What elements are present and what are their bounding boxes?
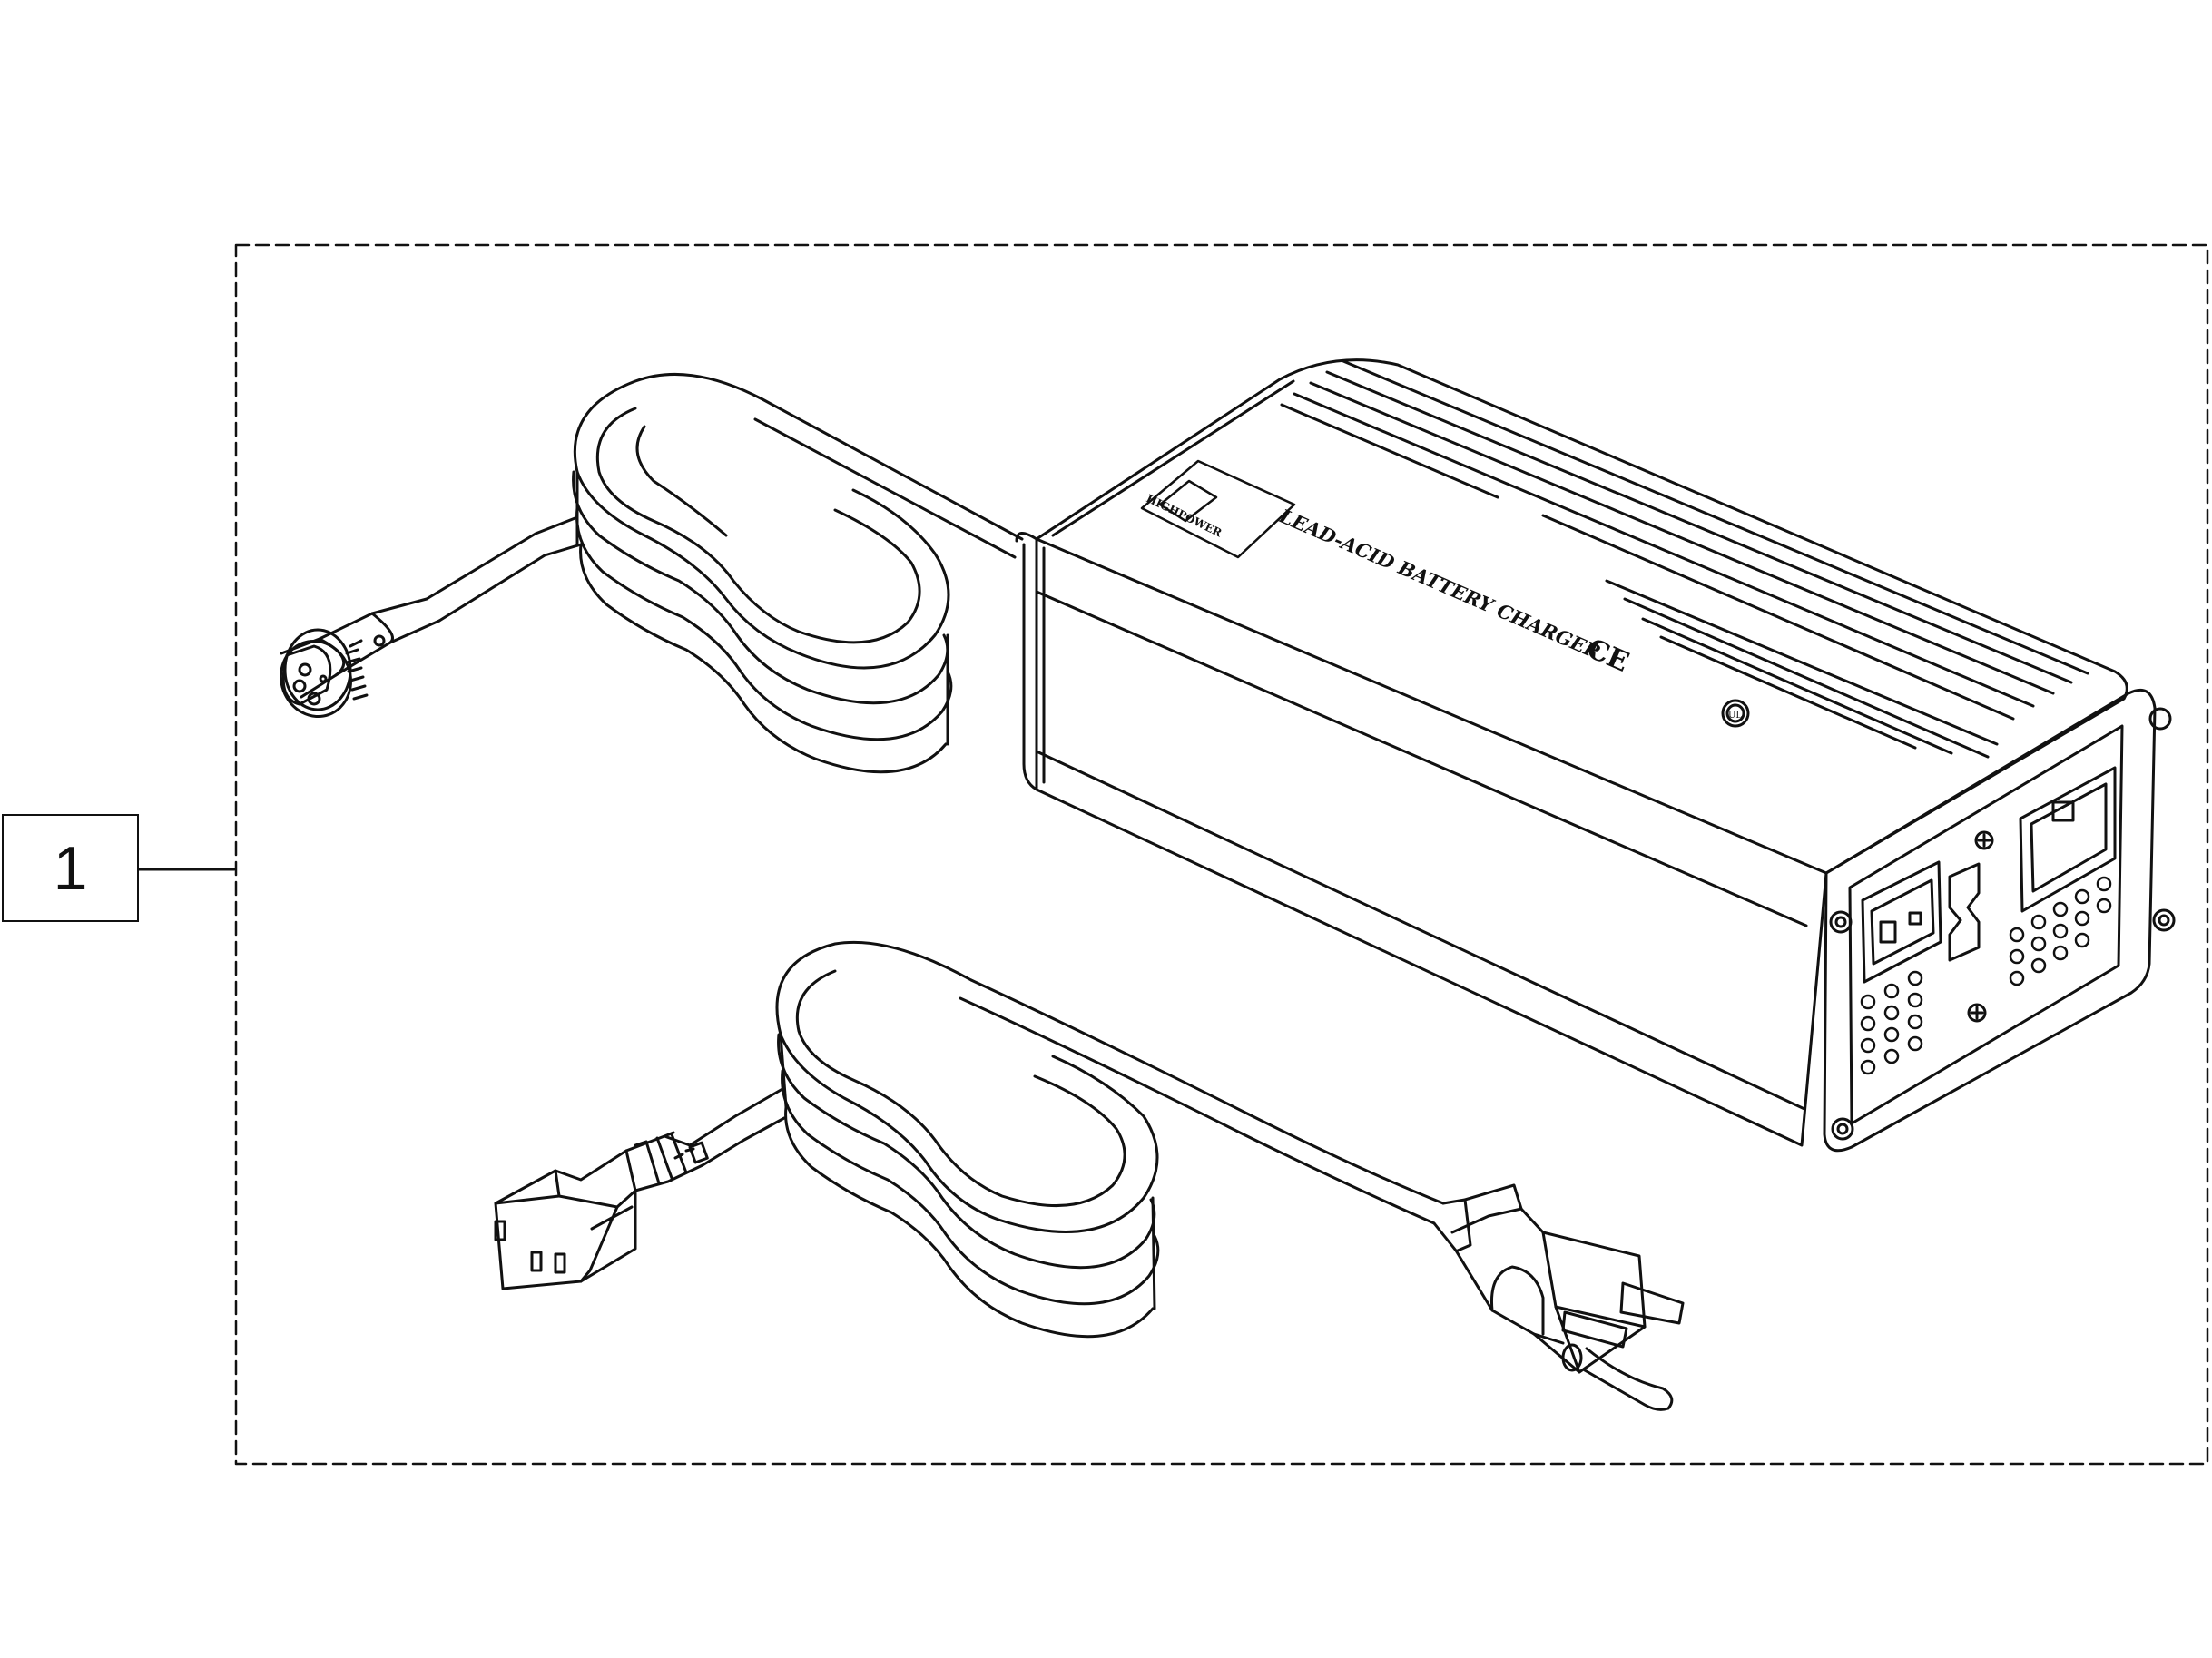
ac-input-cable	[688, 940, 1445, 1339]
iec-c13-connector	[494, 1131, 709, 1290]
charger-body	[1015, 358, 2176, 1153]
logo-plate	[1140, 459, 1296, 559]
callout-number: 1	[53, 833, 88, 903]
xlr-plug	[280, 597, 441, 719]
wall-plug	[1432, 1183, 1685, 1411]
vent-holes-right	[2009, 876, 2112, 986]
ul-mark: UL	[1728, 711, 1742, 721]
dc-output-cable	[425, 373, 1024, 774]
vent-holes-left	[1860, 970, 1923, 1075]
charger-label-text: LEAD-ACID BATTERY CHARGER	[1275, 504, 1604, 663]
assembly-boundary	[234, 243, 2209, 1466]
callout-number-box: 1	[2, 814, 139, 922]
